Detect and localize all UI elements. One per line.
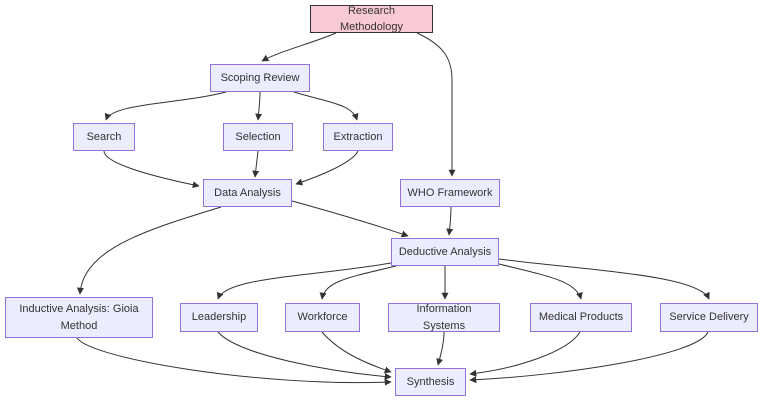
edge-research-to-who	[416, 32, 456, 177]
edge-scoping-to-extraction	[293, 91, 359, 121]
edge-medical-to-synthesis	[469, 331, 581, 377]
node-information-systems: Information Systems	[388, 303, 500, 332]
node-scoping-review: Scoping Review	[210, 64, 310, 92]
node-inductive-analysis-gioia-method: Inductive Analysis: Gioia Method	[5, 297, 153, 338]
node-leadership: Leadership	[180, 303, 258, 332]
node-service-delivery: Service Delivery	[660, 303, 758, 332]
node-extraction: Extraction	[323, 123, 393, 151]
node-medical-products: Medical Products	[530, 303, 632, 332]
node-synthesis: Synthesis	[395, 368, 466, 396]
edge-data-to-deductive	[291, 200, 409, 238]
edge-research-to-scoping	[261, 32, 337, 62]
edge-inductive-to-synthesis	[76, 337, 392, 386]
node-workforce: Workforce	[285, 303, 360, 332]
node-selection: Selection	[223, 123, 293, 151]
edge-infosys-to-synthesis	[436, 331, 445, 366]
edge-deductive-to-leadership	[216, 262, 392, 300]
edge-data-to-inductive	[76, 206, 222, 295]
edge-leadership-to-synthesis	[217, 331, 392, 380]
node-search: Search	[73, 123, 135, 151]
node-data-analysis: Data Analysis	[203, 179, 292, 207]
edge-deductive-to-workforce	[319, 265, 397, 300]
node-research-methodology: Research Methodology	[310, 5, 433, 33]
edge-who-to-deductive	[446, 206, 454, 236]
edge-scoping-to-search	[104, 91, 227, 121]
edge-deductive-to-service	[498, 258, 710, 300]
edge-workforce-to-synthesis	[321, 331, 392, 374]
node-who-framework: WHO Framework	[400, 179, 500, 207]
edge-service-to-synthesis	[469, 331, 709, 384]
edge-scoping-to-selection	[255, 91, 263, 121]
edge-deductive-to-medical	[498, 263, 583, 300]
edge-extraction-to-data	[295, 150, 359, 186]
node-deductive-analysis: Deductive Analysis	[391, 238, 499, 266]
edge-search-to-data	[103, 150, 200, 189]
edge-selection-to-data	[252, 150, 260, 178]
